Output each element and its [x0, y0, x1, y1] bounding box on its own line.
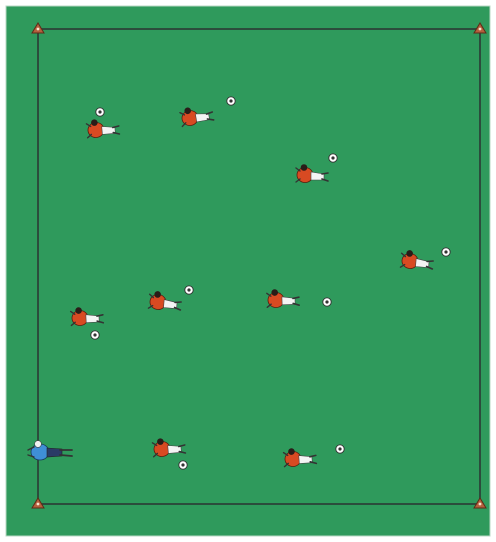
- pitch-surface: [6, 6, 490, 536]
- ball-8: [179, 461, 187, 469]
- ball-5: [91, 331, 99, 339]
- ball-6: [185, 286, 193, 294]
- ball-4: [442, 248, 450, 256]
- ball-7: [323, 298, 331, 306]
- ball-1: [96, 108, 104, 116]
- ball-3: [329, 154, 337, 162]
- ball-2: [227, 97, 235, 105]
- ball-9: [336, 445, 344, 453]
